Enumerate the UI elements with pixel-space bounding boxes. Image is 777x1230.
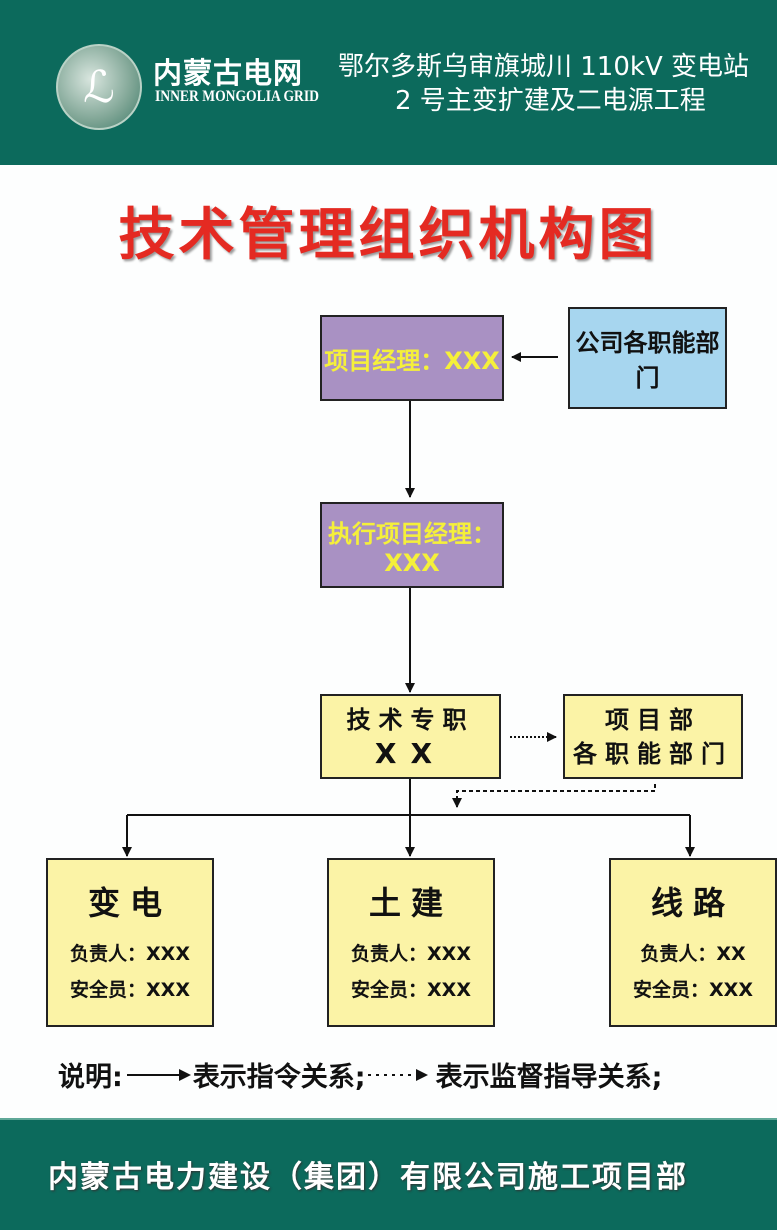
node-tech-staff: 技术专职 XX (320, 694, 501, 779)
node-exec-manager: 执行项目经理：XXX (320, 502, 504, 588)
dashed-arrow-depts-to-teams (452, 784, 656, 808)
node-label: 项目部 (605, 705, 701, 734)
brand-name-en: INNER MONGOLIA GRID (155, 88, 319, 105)
team-safety-officer: 安全员：XXX (633, 978, 753, 1001)
team-box-substation: 变电 负责人：XXX 安全员：XXX (46, 858, 214, 1027)
solid-arrow-icon (126, 1068, 191, 1081)
team-box-line: 线路 负责人：XX 安全员：XXX (609, 858, 777, 1027)
node-label: 公司各职能部门 (575, 329, 720, 392)
footer-company: 内蒙古电力建设（集团）有限公司施工项目部 (48, 1160, 688, 1195)
team-name: 变电 (87, 883, 172, 922)
team-name: 线路 (650, 883, 735, 922)
footer-banner (0, 1118, 777, 1230)
team-lead: 负责人：XXX (351, 942, 471, 965)
node-sublabel: 各职能部门 (573, 739, 733, 768)
node-label: 执行项目经理：XXX (328, 519, 496, 577)
legend-prefix: 说明: (58, 1062, 123, 1093)
project-title-line1: 鄂尔多斯乌审旗城川 110kV 变电站 (338, 52, 749, 82)
legend-solid-text: 表示指令关系; (192, 1062, 366, 1093)
node-project-departments: 项目部 各职能部门 (563, 694, 743, 779)
dotted-arrow-icon (367, 1068, 428, 1081)
node-label: 技术专职 (346, 705, 475, 734)
team-lead: 负责人：XXX (70, 942, 190, 965)
team-name: 土建 (368, 883, 453, 922)
page-title: 技术管理组织机构图 (118, 203, 659, 268)
team-box-civil: 土建 负责人：XXX 安全员：XXX (327, 858, 495, 1027)
legend-dotted-text: 表示监督指导关系; (435, 1062, 663, 1093)
node-label: 项目经理：XXX (324, 346, 500, 375)
team-safety-officer: 安全员：XXX (70, 978, 190, 1001)
team-lead: 负责人：XX (640, 942, 746, 965)
legend: 说明: 表示指令关系; 表示监督指导关系; (58, 1055, 662, 1094)
node-company-departments: 公司各职能部门 (568, 307, 727, 409)
grid-logo-icon: ℒ (56, 44, 142, 130)
node-sublabel: XX (374, 736, 447, 770)
brand-name-cn: 内蒙古电网 (153, 56, 304, 90)
project-title-line2: 2 号主变扩建及二电源工程 (395, 86, 706, 116)
team-safety-officer: 安全员：XXX (351, 978, 471, 1001)
node-project-manager: 项目经理：XXX (320, 315, 504, 401)
